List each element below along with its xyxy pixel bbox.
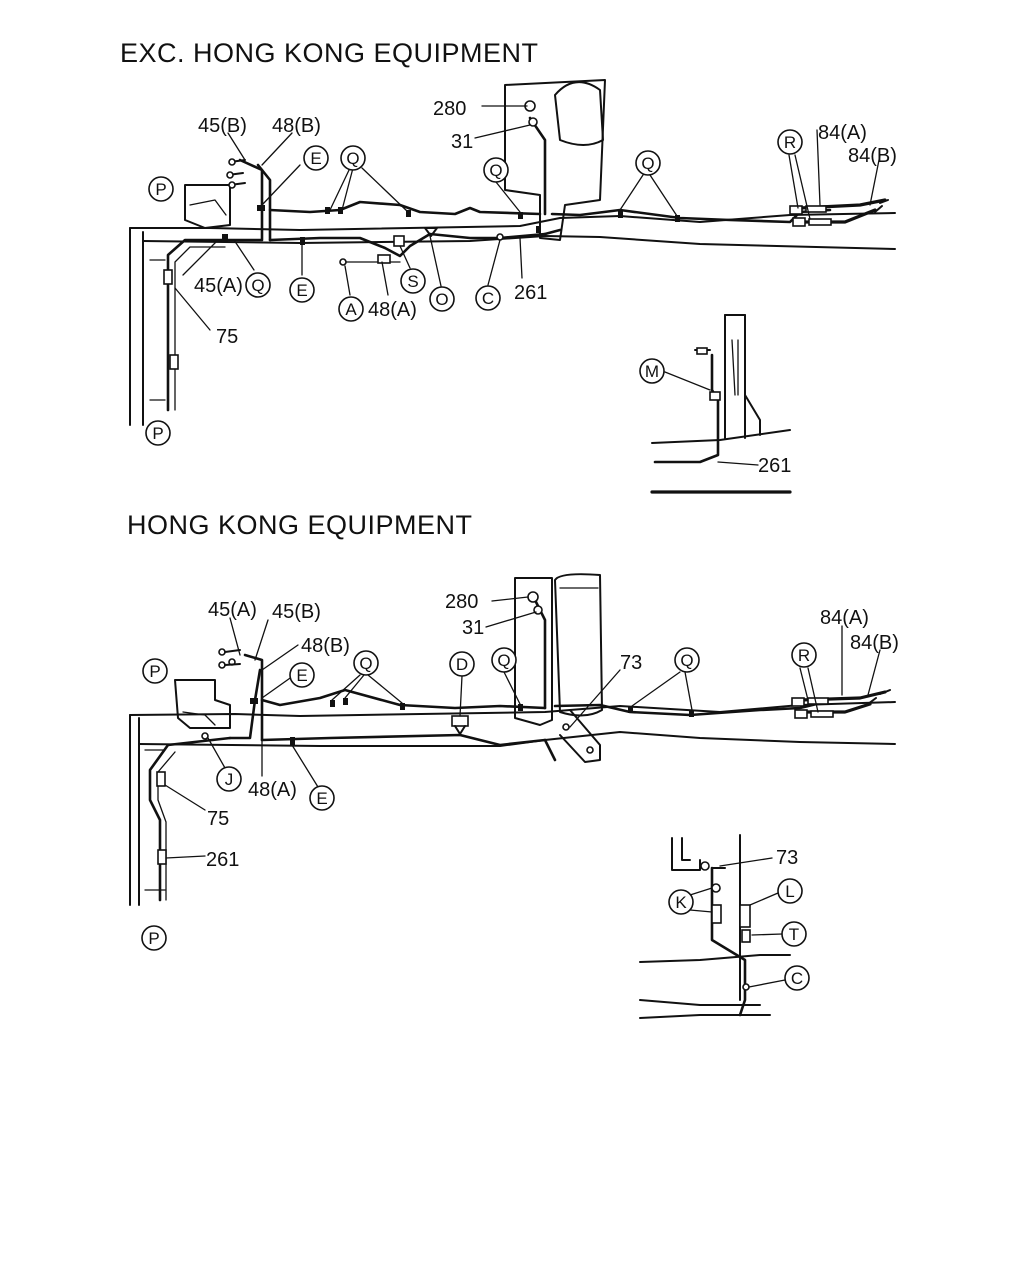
top-callouts: 280 31 45(B) 48(B) 84(A) 84(B) 45(A) 48(…: [194, 98, 897, 477]
svg-text:Q: Q: [359, 654, 372, 673]
letter-r-bottom: R: [791, 642, 817, 668]
letter-j-bottom: J: [216, 766, 242, 792]
bottom-fittings: [156, 591, 891, 865]
letter-d-bottom: D: [449, 651, 475, 677]
letter-t-bottom: T: [781, 921, 807, 947]
svg-text:E: E: [310, 149, 321, 168]
top-frame: [129, 79, 896, 426]
svg-text:Q: Q: [680, 651, 693, 670]
callout-45a: 45(A): [194, 275, 243, 297]
bottom-frame: [129, 573, 896, 906]
callout-261: 261: [514, 282, 547, 304]
callout-31: 31: [451, 131, 473, 153]
callout-84a: 84(A): [818, 122, 867, 144]
svg-text:P: P: [148, 929, 159, 948]
top-pipes: [166, 116, 887, 412]
top-fittings: [163, 100, 889, 370]
letter-r-top: R: [777, 129, 803, 155]
callout-84b-hk: 84(B): [850, 632, 899, 654]
letter-p-top-1: P: [148, 176, 174, 202]
svg-text:S: S: [407, 272, 418, 291]
top-leaders: [174, 105, 881, 331]
letter-p-top-2: P: [145, 420, 171, 446]
svg-text:Q: Q: [251, 276, 264, 295]
callout-48b: 48(B): [272, 115, 321, 137]
svg-text:E: E: [316, 789, 327, 808]
letter-q-bottom-3: Q: [674, 647, 700, 673]
callout-48a: 48(A): [368, 299, 417, 321]
callout-75-hk: 75: [207, 808, 229, 830]
letter-a-top: A: [338, 296, 364, 322]
callout-45a-hk: 45(A): [208, 599, 257, 621]
svg-text:R: R: [784, 133, 796, 152]
callout-31-hk: 31: [462, 617, 484, 639]
callout-73-hk: 73: [620, 652, 642, 674]
callout-45b: 45(B): [198, 115, 247, 137]
svg-text:C: C: [482, 289, 494, 308]
top-diagram: P P E E Q Q Q Q R A S O C M 280 31 45(B)…: [129, 79, 897, 494]
letter-p-bottom-2: P: [141, 925, 167, 951]
letter-m-top: M: [639, 358, 665, 384]
top-circles: P P E E Q Q Q Q R A S O C M: [145, 129, 803, 446]
callout-48a-hk: 48(A): [248, 779, 297, 801]
svg-text:T: T: [789, 925, 799, 944]
letter-e-top-1: E: [303, 145, 329, 171]
callout-84b: 84(B): [848, 145, 897, 167]
callout-261-detail: 261: [758, 455, 791, 477]
svg-text:Q: Q: [346, 149, 359, 168]
section-title-hong-kong: HONG KONG EQUIPMENT: [127, 510, 473, 540]
svg-text:P: P: [152, 424, 163, 443]
svg-text:C: C: [791, 969, 803, 988]
letter-e-bottom-2: E: [309, 785, 335, 811]
callout-280: 280: [433, 98, 466, 120]
letter-c-bottom: C: [784, 965, 810, 991]
svg-text:P: P: [155, 180, 166, 199]
svg-text:Q: Q: [641, 154, 654, 173]
svg-text:M: M: [645, 362, 659, 381]
svg-text:L: L: [785, 882, 794, 901]
callout-73-detail: 73: [776, 847, 798, 869]
letter-c-top: C: [475, 285, 501, 311]
letter-q-top-4: Q: [245, 272, 271, 298]
bottom-circles: P P E E Q Q Q D R J K L T C: [141, 642, 817, 991]
svg-text:R: R: [798, 646, 810, 665]
bottom-detail-inset: [639, 834, 791, 1019]
callout-280-hk: 280: [445, 591, 478, 613]
callout-48b-hk: 48(B): [301, 635, 350, 657]
letter-e-top-2: E: [289, 277, 315, 303]
svg-text:E: E: [296, 666, 307, 685]
letter-q-top-3: Q: [635, 150, 661, 176]
svg-text:P: P: [149, 662, 160, 681]
svg-text:O: O: [435, 290, 448, 309]
svg-text:A: A: [345, 300, 357, 319]
letter-k-bottom: K: [668, 889, 694, 915]
letter-q-bottom-1: Q: [353, 650, 379, 676]
bottom-leaders: [164, 596, 881, 859]
svg-text:J: J: [225, 770, 234, 789]
svg-text:E: E: [296, 281, 307, 300]
callout-75: 75: [216, 326, 238, 348]
letter-q-top-1: Q: [340, 145, 366, 171]
callout-84a-hk: 84(A): [820, 607, 869, 629]
letter-e-bottom-1: E: [289, 662, 315, 688]
letter-p-bottom-1: P: [142, 658, 168, 684]
bottom-diagram: P P E E Q Q Q D R J K L T C 280 31 45(A)…: [129, 573, 899, 1019]
svg-text:D: D: [456, 655, 468, 674]
letter-q-top-2: Q: [483, 157, 509, 183]
svg-text:Q: Q: [497, 651, 510, 670]
bottom-callouts: 280 31 45(A) 45(B) 48(B) 84(A) 84(B) 73 …: [206, 591, 899, 871]
letter-l-bottom: L: [777, 878, 803, 904]
letter-o-top: O: [429, 286, 455, 312]
svg-text:K: K: [675, 893, 687, 912]
letter-q-bottom-2: Q: [491, 647, 517, 673]
callout-45b-hk: 45(B): [272, 601, 321, 623]
svg-text:Q: Q: [489, 161, 502, 180]
callout-261-hk: 261: [206, 849, 239, 871]
top-detail-inset: [650, 314, 792, 494]
letter-s-top: S: [400, 268, 426, 294]
section-title-exc-hong-kong: EXC. HONG KONG EQUIPMENT: [120, 38, 539, 68]
